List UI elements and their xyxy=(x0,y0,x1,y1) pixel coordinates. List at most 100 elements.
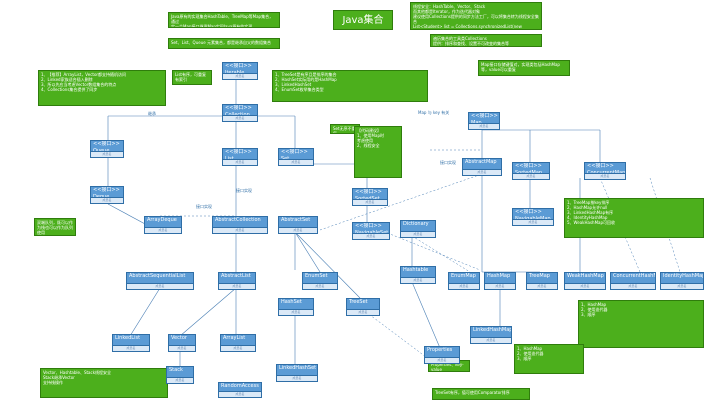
abstractcollection-box[interactable]: AbstractCollection 成员名 xyxy=(212,216,268,234)
weakhashmap-members: 成员名 xyxy=(565,283,605,289)
label-implements-2: 接口实现 xyxy=(440,160,456,165)
note-legacy-map: Java原有的实现集合HashTable、TreeMap等Map集合，通过 实一… xyxy=(168,12,280,28)
abstractlist-members: 成员名 xyxy=(219,283,255,289)
label-map-key: Map 与 key 有关 xyxy=(418,110,450,115)
diagram-title: Java集合 xyxy=(333,10,393,30)
set-members: 成员名 xyxy=(279,159,313,165)
identityhashmap-box[interactable]: IdentityHashMap 成员名 xyxy=(660,272,704,290)
queue-members: 成员名 xyxy=(91,151,123,157)
randomaccess-box[interactable]: RandomAccess 成员名 xyxy=(218,382,262,398)
stack-box[interactable]: Stack 成员名 xyxy=(166,366,194,384)
randomaccess-name: RandomAccess xyxy=(221,383,259,389)
treeset-name: TreeSet xyxy=(349,299,368,305)
linkedlist-box[interactable]: LinkedList 成员名 xyxy=(112,334,150,352)
stack-name: Stack xyxy=(169,367,183,373)
collection-box[interactable]: <<接口>> Collection 成员名 xyxy=(222,104,258,122)
queue-stereotype: <<接口>> xyxy=(93,141,120,147)
properties-name: Properties xyxy=(427,347,453,353)
hashtable-box[interactable]: Hashtable 成员名 xyxy=(400,266,436,284)
note-map-impls: 1、TreeMap按key排序 2、HashMap允许null 3、Linked… xyxy=(564,198,704,238)
list-box[interactable]: <<接口>> List 成员名 xyxy=(222,148,258,166)
arraylist-members: 成员名 xyxy=(221,345,255,351)
treemap-members: 成员名 xyxy=(527,283,557,289)
collection-members: 成员名 xyxy=(223,115,257,121)
list-stereotype: <<接口>> xyxy=(225,149,252,155)
concurrenthashmap-members: 成员名 xyxy=(611,283,655,289)
hashmap-box[interactable]: HashMap 成员名 xyxy=(484,272,516,290)
linkedhashmap-name: LinkedHashMap xyxy=(473,327,512,333)
concurrentmap-box[interactable]: <<接口>> ConcurrentMap 成员名 xyxy=(584,162,626,180)
queue-box[interactable]: <<接口>> Queue 成员名 xyxy=(90,140,124,158)
iterable-members: 成员名 xyxy=(223,73,257,79)
note-map-interface: Map接口存储键值对，实现类包括HashMap 等，value可以重复 xyxy=(478,60,570,76)
hashset-box[interactable]: HashSet 成员名 xyxy=(278,298,314,316)
arraylist-box[interactable]: ArrayList 成员名 xyxy=(220,334,256,352)
concurrenthashmap-name: ConcurrentHashMap xyxy=(613,273,655,279)
note-hashmap: 1、HashMap 2、使用迭代器 3、顺序 xyxy=(578,300,704,348)
linkedhashset-members: 成员名 xyxy=(277,375,317,381)
note-list-ordered: List有序，可重复 有索引 xyxy=(172,70,212,85)
sortedset-members: 成员名 xyxy=(353,199,387,205)
arraydeque-members: 成员名 xyxy=(145,227,181,233)
navigablemap-box[interactable]: <<接口>> NavigableMap 成员名 xyxy=(512,208,554,226)
label-implements-3: 接口实现 xyxy=(236,188,252,193)
linkedhashmap-members: 成员名 xyxy=(471,337,511,343)
abstractlist-name: AbstractList xyxy=(221,273,251,279)
deque-box[interactable]: <<接口>> Deque 成员名 xyxy=(90,186,124,204)
sortedmap-box[interactable]: <<接口>> SortedMap 成员名 xyxy=(512,162,550,180)
sortedset-box[interactable]: <<接口>> SortedSet 成员名 xyxy=(352,188,388,206)
abstractcollection-name: AbstractCollection xyxy=(215,217,261,223)
sortedmap-members: 成员名 xyxy=(513,173,549,179)
abstractmap-box[interactable]: AbstractMap 成员名 xyxy=(462,158,502,176)
abstractsequentiallist-members: 成员名 xyxy=(127,283,193,289)
note-map-detail: 1、HashMap 2、使用迭代器 3、顺序 xyxy=(514,344,584,374)
abstractlist-box[interactable]: AbstractList 成员名 xyxy=(218,272,256,290)
navigableset-box[interactable]: <<接口>> NavigableSet 成员名 xyxy=(352,222,390,240)
set-stereotype: <<接口>> xyxy=(281,149,308,155)
note-vector-stack: Vector、Hashtable、Stack线程安全 Stack继承Vector… xyxy=(40,368,168,398)
arraydeque-box[interactable]: ArrayDeque 成员名 xyxy=(144,216,182,234)
abstractset-box[interactable]: AbstractSet 成员名 xyxy=(278,216,318,234)
enummap-box[interactable]: EnumMap 成员名 xyxy=(448,272,480,290)
arraydeque-name: ArrayDeque xyxy=(147,217,177,223)
dictionary-members: 成员名 xyxy=(401,231,435,237)
enumset-box[interactable]: EnumSet 成员名 xyxy=(302,272,338,290)
note-collections-util: 遍历集合的工具类Collections 提供：排序和查找、设置不可改变的集合等 xyxy=(430,34,542,47)
dictionary-box[interactable]: Dictionary 成员名 xyxy=(400,220,436,238)
label-implements-1: 接口实现 xyxy=(196,204,212,209)
weakhashmap-box[interactable]: WeakHashMap 成员名 xyxy=(564,272,606,290)
linkedhashmap-box[interactable]: LinkedHashMap 成员名 xyxy=(470,326,512,344)
vector-name: Vector xyxy=(171,335,187,341)
abstractsequentiallist-box[interactable]: AbstractSequentialList 成员名 xyxy=(126,272,194,290)
linkedlist-members: 成员名 xyxy=(113,345,149,351)
identityhashmap-members: 成员名 xyxy=(661,283,703,289)
vector-box[interactable]: Vector 成员名 xyxy=(168,334,196,352)
abstractset-name: AbstractSet xyxy=(281,217,311,223)
treemap-box[interactable]: TreeMap 成员名 xyxy=(526,272,558,290)
concurrenthashmap-box[interactable]: ConcurrentHashMap 成员名 xyxy=(610,272,656,290)
enummap-name: EnumMap xyxy=(451,273,476,279)
concurrentmap-members: 成员名 xyxy=(585,173,625,179)
set-box[interactable]: <<接口>> Set 成员名 xyxy=(278,148,314,166)
iterable-box[interactable]: <<接口>> Iterable 成员名 xyxy=(222,62,258,80)
linkedhashset-box[interactable]: LinkedHashSet 成员名 xyxy=(276,364,318,382)
randomaccess-members: 成员名 xyxy=(219,391,261,397)
properties-box[interactable]: Properties 成员名 xyxy=(424,346,460,364)
navigablemap-members: 成员名 xyxy=(513,219,553,225)
enummap-members: 成员名 xyxy=(449,283,479,289)
hashtable-members: 成员名 xyxy=(401,277,435,283)
treeset-box[interactable]: TreeSet 成员名 xyxy=(346,298,380,316)
abstractmap-name: AbstractMap xyxy=(465,159,497,165)
linkedlist-name: LinkedList xyxy=(115,335,141,341)
note-treeset: TreeSet有序，值可使用Comparator排序 xyxy=(432,388,530,400)
properties-members: 成员名 xyxy=(425,357,459,363)
stack-members: 成员名 xyxy=(167,377,193,383)
map-box[interactable]: <<接口>> Map 成员名 xyxy=(468,112,500,130)
hashtable-name: Hashtable xyxy=(403,267,429,273)
identityhashmap-name: IdentityHashMap xyxy=(663,273,704,279)
concurrentmap-stereotype: <<接口>> xyxy=(587,163,614,169)
linkedhashset-name: LinkedHashSet xyxy=(279,365,317,371)
sortedmap-stereotype: <<接口>> xyxy=(515,163,542,169)
note-code-advice: 【代码建议】 1、使用Map时 考虑使用 2、线程安全 xyxy=(354,126,402,178)
